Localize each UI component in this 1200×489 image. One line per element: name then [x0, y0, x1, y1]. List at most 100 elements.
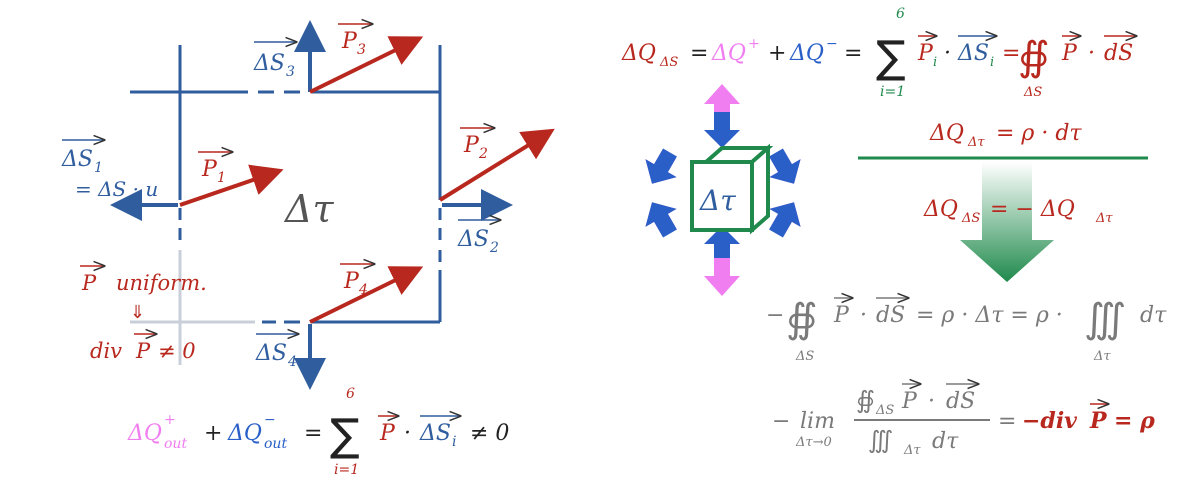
flux-arrow-upper-left — [645, 148, 677, 184]
flux-arrows — [645, 84, 801, 296]
svg-text:3: 3 — [286, 64, 295, 80]
svg-text:∯: ∯ — [1018, 34, 1050, 80]
svg-text:P: P — [1061, 41, 1078, 66]
svg-text:Δτ: Δτ — [967, 135, 985, 150]
svg-text:dS: dS — [1104, 41, 1133, 66]
svg-text:+: + — [204, 421, 222, 446]
label-p3: P 3 — [338, 24, 372, 58]
svg-text:P: P — [135, 339, 151, 363]
svg-text:ΔS: ΔS — [457, 227, 489, 252]
svg-text:uniform.: uniform. — [116, 271, 207, 295]
p1-arrow — [179, 164, 284, 207]
svg-text:ΔQ: ΔQ — [711, 41, 746, 66]
svg-text:Δτ: Δτ — [903, 443, 921, 458]
svg-text:ΔS: ΔS — [253, 51, 285, 76]
svg-text:≠ 0: ≠ 0 — [470, 421, 509, 446]
svg-text:=: = — [304, 421, 322, 446]
svg-text:ΔS: ΔS — [659, 55, 678, 70]
svg-text:∯: ∯ — [786, 296, 818, 342]
svg-text:ΔS: ΔS — [795, 349, 814, 364]
svg-text:−: − — [264, 412, 276, 428]
surface-vectors — [110, 20, 513, 390]
top-right-equation: ΔQ ΔS = ΔQ + + ΔQ − = 6 ∑ i=1 P i · ΔS i… — [621, 6, 1136, 100]
svg-text:i: i — [990, 55, 994, 70]
svg-text:∯: ∯ — [856, 386, 875, 414]
svg-text:= ΔS · u: = ΔS · u — [75, 177, 158, 201]
svg-text:P: P — [833, 303, 850, 328]
svg-text:dS: dS — [876, 303, 905, 328]
svg-text:dS: dS — [946, 389, 975, 414]
svg-text:P: P — [379, 421, 396, 446]
negative-charge-equation: ΔQ ΔS = − ΔQ Δτ — [923, 197, 1113, 226]
svg-text:P: P — [463, 133, 480, 158]
svg-text:P: P — [901, 389, 918, 414]
flux-arrow-upper-right — [769, 148, 801, 184]
uniform-note: P uniform. ⇓ div P ≠ 0 — [80, 266, 207, 363]
svg-text:≠ 0: ≠ 0 — [158, 339, 196, 363]
svg-text:+: + — [768, 41, 786, 66]
svg-text:=: = — [844, 41, 862, 66]
svg-text:1: 1 — [94, 160, 103, 176]
svg-text:⇓: ⇓ — [130, 302, 145, 323]
svg-text:=: = — [690, 41, 708, 66]
svg-text:·: · — [404, 421, 411, 446]
svg-text:ΔQ: ΔQ — [621, 41, 656, 66]
svg-text:P: P — [81, 271, 97, 295]
svg-text:= − ΔQ: = − ΔQ — [990, 197, 1075, 222]
svg-text:−div: −div — [1022, 408, 1077, 434]
svg-text:=: = — [1002, 41, 1020, 66]
p4-arrow — [309, 266, 424, 324]
svg-text:∭: ∭ — [1084, 296, 1126, 342]
svg-text:4: 4 — [358, 282, 368, 298]
cube-label: Δτ — [699, 184, 736, 217]
svg-text:out: out — [164, 436, 187, 452]
p2-arrow — [438, 128, 555, 202]
svg-text:ΔS: ΔS — [875, 403, 894, 418]
svg-text:·: · — [944, 41, 951, 66]
gray-equation-2: − lim Δτ→0 ∯ ΔS P · dS ∭ Δτ dτ = — [772, 384, 1016, 458]
svg-text:2: 2 — [478, 146, 488, 162]
svg-text:6: 6 — [346, 386, 355, 402]
svg-text:ΔQ: ΔQ — [227, 421, 262, 446]
svg-text:Δτ→0: Δτ→0 — [795, 435, 832, 450]
label-s2: ΔS 2 — [457, 220, 500, 256]
label-p2: P 2 — [460, 128, 494, 162]
label-s1: ΔS 1 = ΔS · u — [61, 140, 158, 201]
svg-text:div: div — [90, 339, 122, 363]
svg-text:Δτ: Δτ — [1093, 349, 1111, 364]
volume-label: Δτ — [283, 187, 334, 231]
svg-text:4: 4 — [287, 354, 297, 370]
svg-text:i: i — [452, 434, 456, 450]
svg-text:6: 6 — [896, 6, 905, 22]
svg-text:ΔQ: ΔQ — [789, 41, 824, 66]
svg-text:P: P — [201, 157, 218, 182]
green-down-arrow — [960, 162, 1054, 282]
svg-text:∑: ∑ — [330, 410, 360, 461]
flux-arrow-bottom — [704, 226, 740, 296]
p3-arrow — [309, 36, 424, 94]
svg-text:= ρ: = ρ — [1114, 408, 1155, 434]
p-vectors — [179, 36, 555, 324]
svg-text:ΔQ: ΔQ — [923, 197, 958, 222]
svg-text:2: 2 — [489, 240, 499, 256]
flux-arrow-top — [704, 84, 740, 148]
div-result: −div P = ρ — [1022, 404, 1155, 434]
svg-text:i=1: i=1 — [334, 462, 359, 478]
svg-text:∑: ∑ — [876, 32, 906, 83]
label-s4: ΔS 4 — [255, 334, 298, 370]
svg-text:+: + — [748, 36, 760, 52]
label-p4: P 4 — [340, 264, 374, 298]
flux-arrow-lower-left — [645, 202, 677, 238]
rho-equation: ΔQ Δτ = ρ · dτ — [929, 121, 1082, 150]
svg-text:ΔS: ΔS — [957, 41, 989, 66]
svg-text:P: P — [341, 29, 358, 54]
svg-text:ΔS: ΔS — [419, 421, 451, 446]
svg-text:∭: ∭ — [868, 426, 893, 454]
svg-text:P: P — [343, 269, 360, 294]
svg-text:+: + — [164, 412, 176, 428]
svg-text:i=1: i=1 — [880, 84, 905, 100]
svg-text:−: − — [766, 303, 784, 328]
svg-text:lim: lim — [800, 409, 835, 434]
svg-text:P: P — [917, 41, 934, 66]
